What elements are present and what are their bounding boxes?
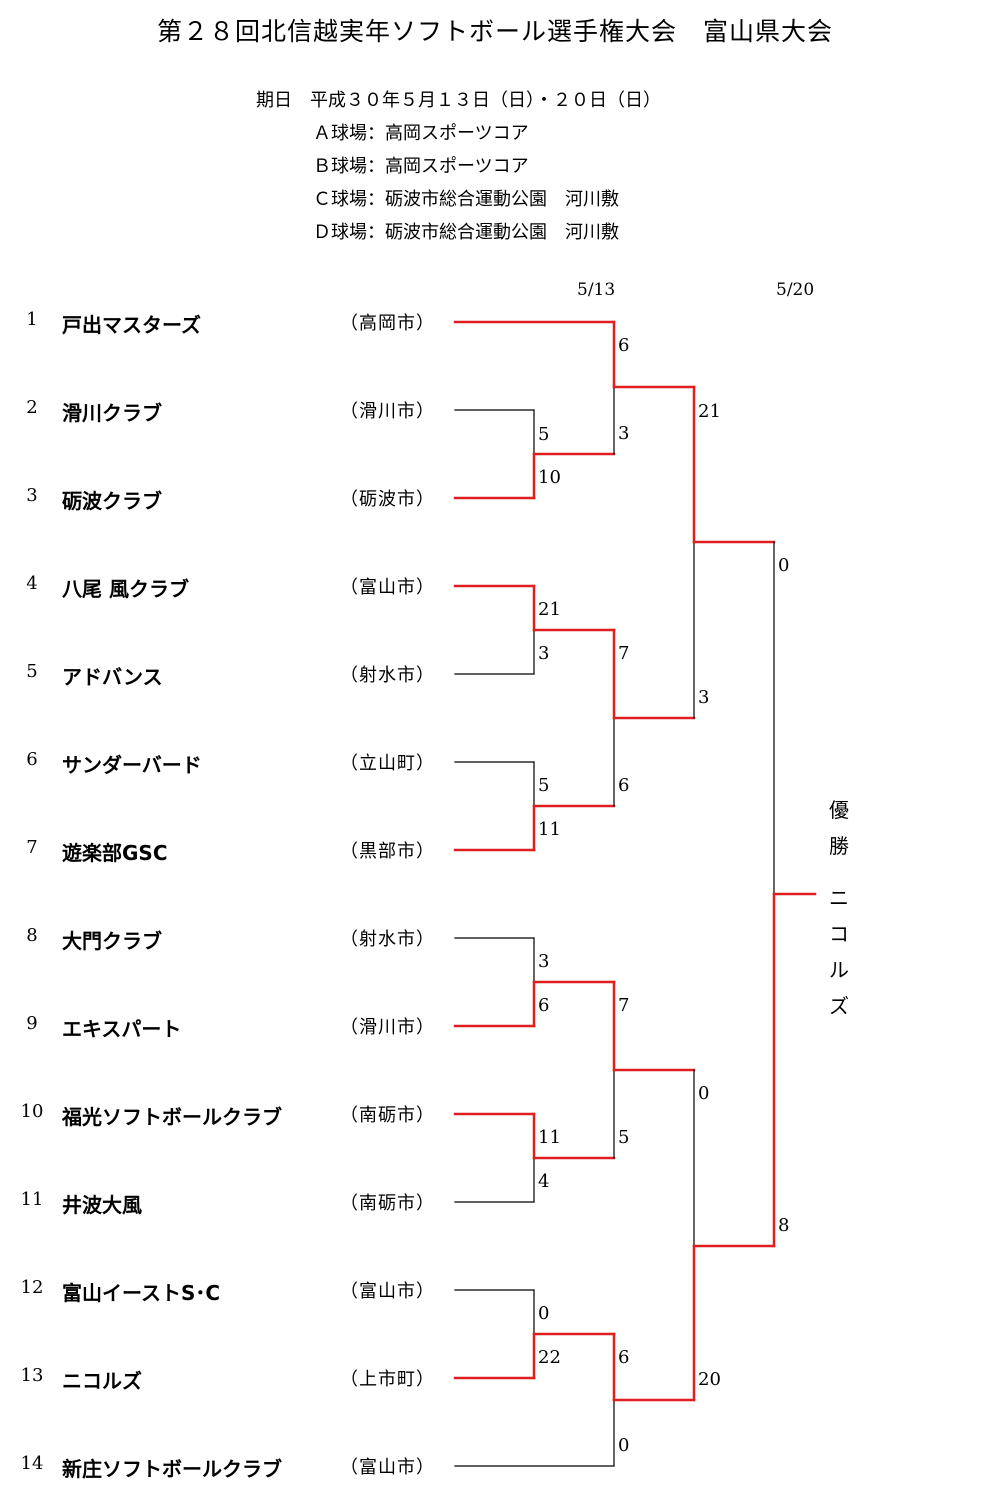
team-number: 11 (20, 1189, 44, 1210)
team-number: 5 (26, 661, 38, 682)
venue-a: Ａ球場：高岡スポーツコア (313, 123, 529, 144)
team-city: （富山市） (340, 1457, 435, 1478)
team-number: 8 (26, 925, 38, 946)
team-city: （滑川市） (340, 401, 435, 422)
team-city: （富山市） (340, 577, 435, 598)
score-label: 3 (698, 687, 710, 708)
team-city: （富山市） (340, 1281, 435, 1302)
team-number: 6 (26, 749, 38, 770)
score-label: 3 (538, 643, 550, 664)
team-name: アドバンス (62, 665, 163, 689)
team-city: （高岡市） (340, 313, 435, 334)
venue-d: Ｄ球場：砺波市総合運動公園 河川敷 (313, 222, 619, 243)
page-title: 第２８回北信越実年ソフトボール選手権大会 富山県大会 (156, 17, 833, 46)
team-name: サンダーバード (62, 753, 202, 777)
score-label: 3 (538, 951, 550, 972)
team-city: （滑川市） (340, 1017, 435, 1038)
team-name: 新庄ソフトボールクラブ (62, 1457, 282, 1481)
team-number: 1 (26, 309, 38, 330)
score-label: 5 (538, 775, 550, 796)
score-label: 6 (618, 335, 630, 356)
team-number: 10 (20, 1101, 44, 1122)
team-city: （上市町） (340, 1369, 435, 1390)
team-name: エキスパート (62, 1017, 182, 1041)
score-label: 3 (618, 423, 630, 444)
team-city: （南砺市） (340, 1193, 435, 1214)
team-name: 戸出マスターズ (62, 313, 201, 337)
team-number: 14 (20, 1453, 44, 1474)
score-label: 4 (538, 1171, 550, 1192)
score-label: 5 (618, 1127, 630, 1148)
team-number: 2 (26, 397, 38, 418)
score-label: 6 (538, 995, 550, 1016)
score-label: 22 (538, 1347, 561, 1368)
team-name: 滑川クラブ (62, 401, 162, 425)
team-city: （射水市） (340, 929, 435, 950)
team-name: ニコルズ (62, 1369, 142, 1393)
team-city: （砺波市） (340, 489, 435, 510)
score-label: 5 (538, 424, 550, 445)
score-label: 21 (698, 401, 721, 422)
team-number: 7 (26, 837, 38, 858)
score-label: 10 (538, 467, 561, 488)
round-date-1: 5/13 (577, 280, 616, 300)
team-name: 福光ソフトボールクラブ (62, 1105, 282, 1129)
score-label: 11 (538, 819, 561, 840)
team-number: 13 (20, 1365, 44, 1386)
team-number: 12 (20, 1277, 44, 1298)
team-name: 富山イーストS･C (62, 1281, 221, 1305)
score-label: 6 (618, 775, 630, 796)
score-label: 8 (778, 1215, 790, 1236)
score-label: 0 (698, 1083, 710, 1104)
team-name: 遊楽部GSC (62, 841, 168, 865)
score-label: 7 (618, 995, 630, 1016)
champion-label: 優勝 (826, 792, 852, 864)
team-city: （南砺市） (340, 1105, 435, 1126)
champion-label-text: 優勝 (829, 798, 849, 858)
team-number: 4 (26, 573, 38, 594)
score-label: 0 (538, 1303, 550, 1324)
score-label: 0 (778, 555, 790, 576)
team-number: 3 (26, 485, 38, 506)
team-name: 八尾 風クラブ (62, 577, 189, 601)
team-name: 大門クラブ (62, 929, 162, 953)
score-label: 6 (618, 1347, 630, 1368)
score-label: 7 (618, 643, 630, 664)
score-label: 11 (538, 1127, 561, 1148)
venue-b: Ｂ球場：高岡スポーツコア (313, 156, 529, 177)
team-name: 砺波クラブ (62, 489, 162, 513)
score-label: 20 (698, 1369, 721, 1390)
round-date-2: 5/20 (776, 280, 815, 300)
champion-name-text: ニコルズ (829, 886, 849, 1018)
team-name: 井波大風 (62, 1193, 142, 1217)
venue-c: Ｃ球場：砺波市総合運動公園 河川敷 (313, 189, 619, 210)
team-city: （射水市） (340, 665, 435, 686)
team-city: （黒部市） (340, 841, 435, 862)
team-city: （立山町） (340, 753, 435, 774)
schedule-date: 期日 平成３０年５月１３日（日）・２０日（日） (256, 90, 661, 111)
score-label: 0 (618, 1435, 630, 1456)
team-number: 9 (26, 1013, 38, 1034)
champion-name: ニコルズ (826, 880, 852, 1024)
score-label: 21 (538, 599, 561, 620)
